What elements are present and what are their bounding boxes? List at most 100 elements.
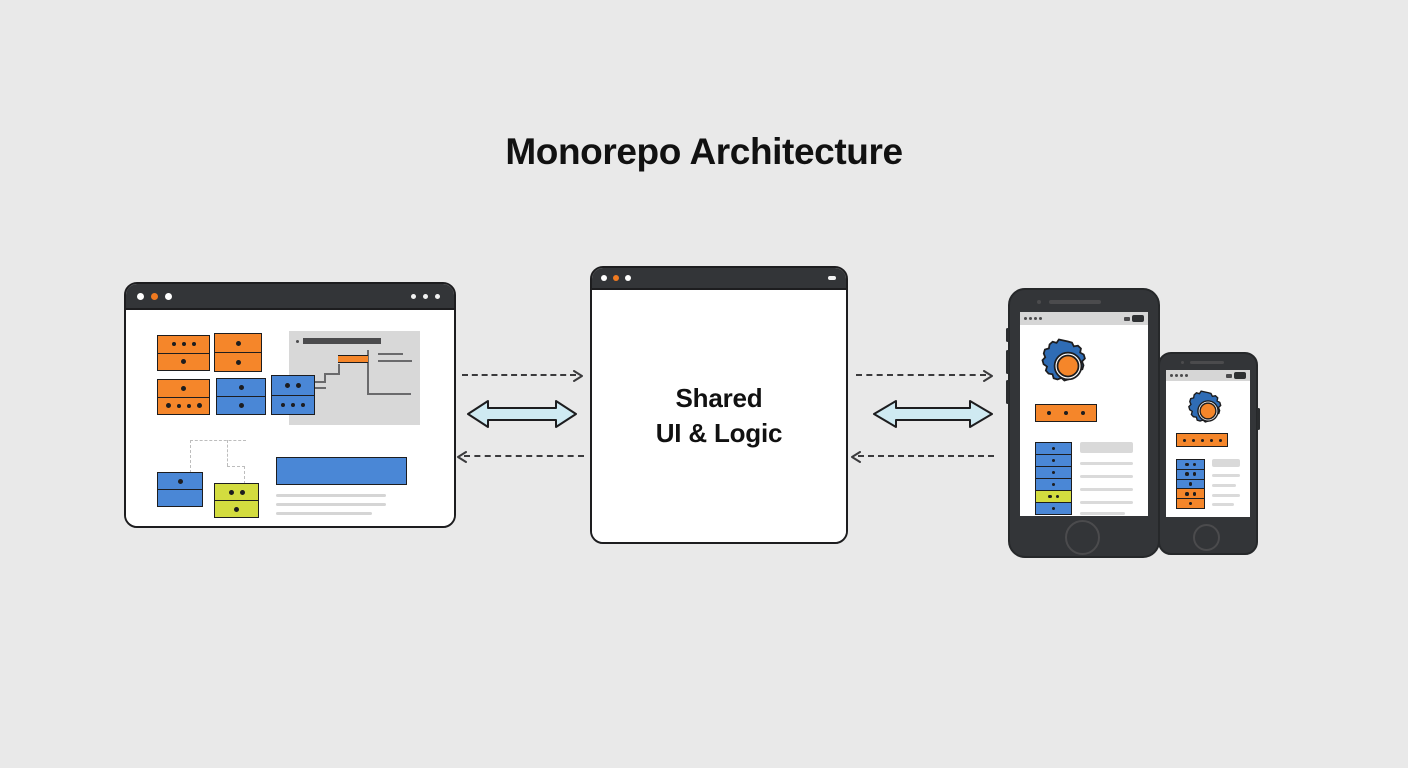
home-button-large[interactable] <box>1065 520 1100 555</box>
card-row-bottom <box>158 396 209 415</box>
primary-bar[interactable] <box>276 457 407 485</box>
volume-up-button[interactable] <box>1006 350 1009 374</box>
arrowhead-left-icon <box>850 450 862 463</box>
list-item[interactable] <box>1036 502 1071 514</box>
bar-dot <box>1218 438 1222 442</box>
component-card[interactable] <box>271 375 315 415</box>
card-dot <box>238 403 244 408</box>
bar-dot <box>1209 438 1213 442</box>
dashed-arrow-left <box>850 450 994 463</box>
titlebar-dot-1[interactable] <box>601 275 607 281</box>
shared-package-window[interactable]: Shared UI & Logic <box>590 266 848 544</box>
list-stack-large[interactable] <box>1035 442 1072 515</box>
connector-line <box>227 466 245 467</box>
titlebar-menu-dot-1[interactable] <box>411 294 416 299</box>
component-card[interactable] <box>157 472 203 507</box>
component-card[interactable] <box>214 333 262 372</box>
card-row-top <box>215 484 258 500</box>
bar-dot <box>1200 438 1204 442</box>
card-dot <box>281 402 285 407</box>
titlebar-menu-dot-3[interactable] <box>435 294 440 299</box>
camera-icon <box>1037 300 1041 304</box>
titlebar-dot-3[interactable] <box>165 293 172 300</box>
panel-elbow-3 <box>324 373 326 382</box>
card-dot <box>171 342 176 347</box>
volume-button[interactable] <box>1257 408 1260 430</box>
text-line <box>1212 474 1240 477</box>
home-button-small[interactable] <box>1193 524 1220 551</box>
web-app-window[interactable] <box>124 282 456 528</box>
window-titlebar-center <box>592 268 846 288</box>
text-line <box>276 494 386 497</box>
list-item[interactable] <box>1036 454 1071 466</box>
component-card[interactable] <box>214 483 259 518</box>
text-line <box>1212 484 1236 487</box>
speaker-grille <box>1049 300 1101 304</box>
content-block <box>1080 442 1133 453</box>
panel-highlight <box>338 355 368 363</box>
titlebar-dot-2[interactable] <box>151 293 158 300</box>
phone-statusbar-large <box>1020 312 1148 325</box>
dashed-arrow-right <box>856 369 994 382</box>
small-mobile-device[interactable] <box>1158 352 1260 555</box>
panel-line-4 <box>311 387 326 389</box>
bar-dot <box>1182 438 1186 442</box>
shared-package-content: Shared UI & Logic <box>592 288 846 542</box>
feature-bar-small[interactable] <box>1176 433 1228 447</box>
card-row-top <box>215 334 261 352</box>
card-row-bottom <box>158 489 202 506</box>
list-item[interactable] <box>1036 478 1071 490</box>
list-item[interactable] <box>1177 468 1204 479</box>
card-dot <box>285 382 290 388</box>
component-card[interactable] <box>216 378 266 415</box>
panel-line-5 <box>367 393 411 395</box>
list-item[interactable] <box>1036 490 1071 502</box>
component-card[interactable] <box>157 335 210 371</box>
list-stack-small[interactable] <box>1176 459 1205 509</box>
text-line <box>1212 503 1234 506</box>
list-item[interactable] <box>1036 443 1071 454</box>
text-line <box>1212 494 1240 497</box>
titlebar-dot-2[interactable] <box>613 275 619 281</box>
feature-bar-large[interactable] <box>1035 404 1097 422</box>
arrowhead-right-icon <box>982 369 994 382</box>
speaker-grille <box>1190 361 1224 364</box>
connector-line <box>227 440 228 466</box>
list-item[interactable] <box>1177 460 1204 469</box>
titlebar-control-icon[interactable] <box>828 276 836 280</box>
card-dot <box>181 359 186 365</box>
card-row-top <box>158 473 202 489</box>
list-item[interactable] <box>1036 466 1071 478</box>
card-dot <box>181 342 186 347</box>
dashed-arrow-left <box>456 450 584 463</box>
battery-icon <box>1234 372 1246 379</box>
arrowhead-left-icon <box>456 450 468 463</box>
titlebar-menu-dot-2[interactable] <box>423 294 428 299</box>
titlebar-dot-1[interactable] <box>137 293 144 300</box>
card-dot <box>196 403 202 409</box>
card-dot <box>228 489 234 495</box>
list-item[interactable] <box>1177 498 1204 508</box>
volume-down-button[interactable] <box>1006 380 1009 404</box>
list-item[interactable] <box>1177 488 1204 499</box>
card-row-bottom <box>217 396 265 414</box>
shared-label: Shared UI & Logic <box>656 381 783 450</box>
bidirectional-arrow <box>872 395 994 438</box>
mute-button[interactable] <box>1006 328 1009 342</box>
text-line <box>1080 512 1125 515</box>
text-line <box>276 503 386 506</box>
card-dot <box>177 478 183 484</box>
statusbar-signal-icon <box>1170 374 1188 377</box>
dashed-arrow-right <box>462 369 584 382</box>
component-card[interactable] <box>157 379 210 415</box>
panel-title-bar <box>303 338 381 344</box>
titlebar-dot-3[interactable] <box>625 275 631 281</box>
bidirectional-arrow <box>466 395 578 438</box>
large-mobile-device[interactable] <box>1006 288 1160 558</box>
wifi-icon <box>1226 373 1232 378</box>
card-row-top <box>217 379 265 396</box>
phone-statusbar-small <box>1166 370 1250 381</box>
card-row-bottom <box>272 394 314 415</box>
list-item[interactable] <box>1177 478 1204 489</box>
text-line <box>1080 501 1133 504</box>
